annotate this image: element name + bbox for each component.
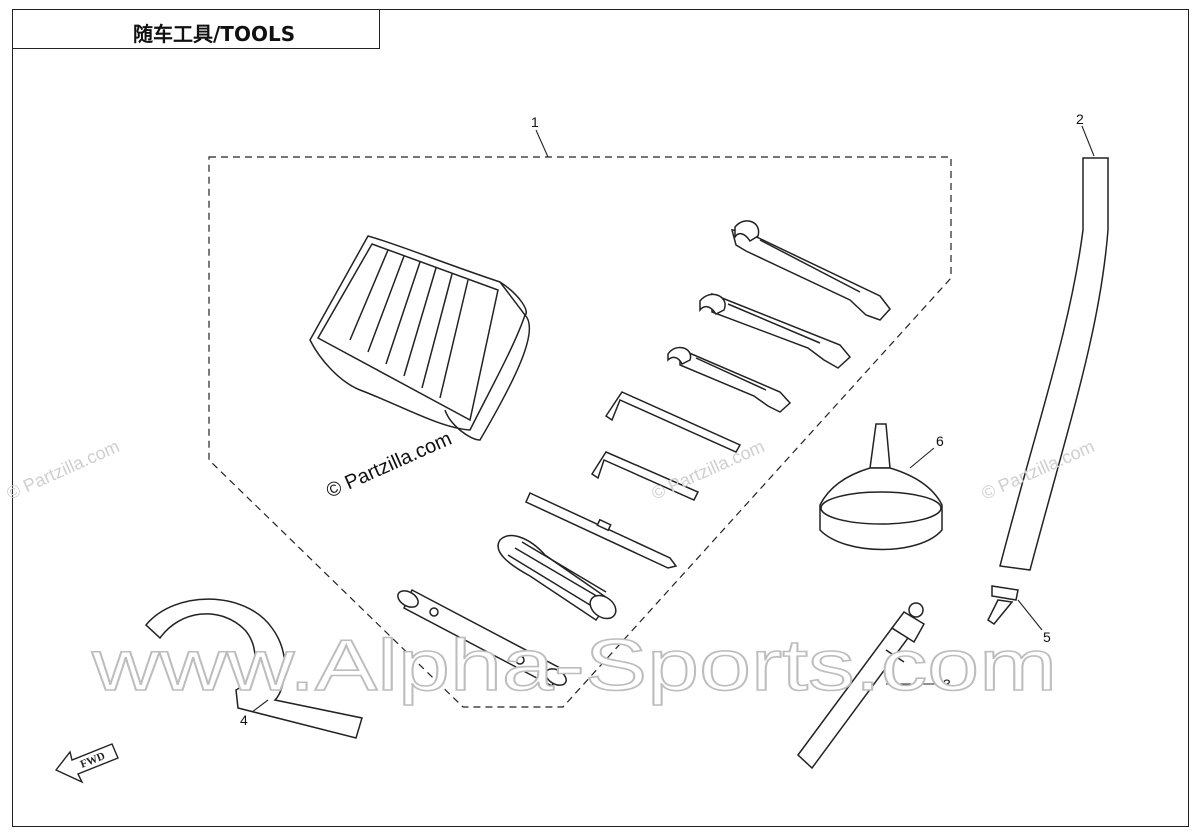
handle-bar-icon: [796, 602, 926, 770]
callout-2: 2: [1076, 111, 1084, 127]
leader-line-1: [535, 129, 549, 158]
callout-4: 4: [240, 712, 248, 728]
watermark-partzilla-left: © Partzilla.com: [3, 436, 122, 504]
hex-key-icon: [590, 391, 742, 501]
watermark-alpha-sports: www.Alpha-Sports.com: [91, 626, 1057, 706]
sleeve-icon: [987, 157, 1109, 626]
title-box: 随车工具/TOOLS: [12, 9, 380, 49]
watermark-partzilla-mid: © Partzilla.com: [648, 436, 767, 504]
fwd-arrow-icon: FWD: [54, 743, 119, 784]
spark-plug-socket-icon: [497, 534, 617, 622]
leader-line-4: [251, 699, 269, 713]
watermark-partzilla-center: © Partzilla.com: [323, 428, 455, 503]
open-end-wrench-icon: [667, 220, 891, 413]
callout-6: 6: [936, 433, 944, 449]
leader-line-2: [1081, 125, 1095, 157]
box-spanner-icon: [397, 588, 567, 688]
funnel-icon: [819, 423, 943, 551]
hook-spanner-icon: [144, 598, 363, 739]
callout-3: 3: [943, 676, 951, 692]
page-title: 随车工具/TOOLS: [133, 22, 296, 46]
callout-5: 5: [1043, 629, 1051, 645]
leader-line-6: [909, 447, 935, 469]
tool-kit-boundary: [208, 156, 952, 708]
screwdriver-icon: [525, 491, 678, 569]
callout-1: 1: [531, 114, 539, 130]
tool-bag-icon: [309, 235, 531, 441]
leader-line-5: [1017, 599, 1043, 631]
